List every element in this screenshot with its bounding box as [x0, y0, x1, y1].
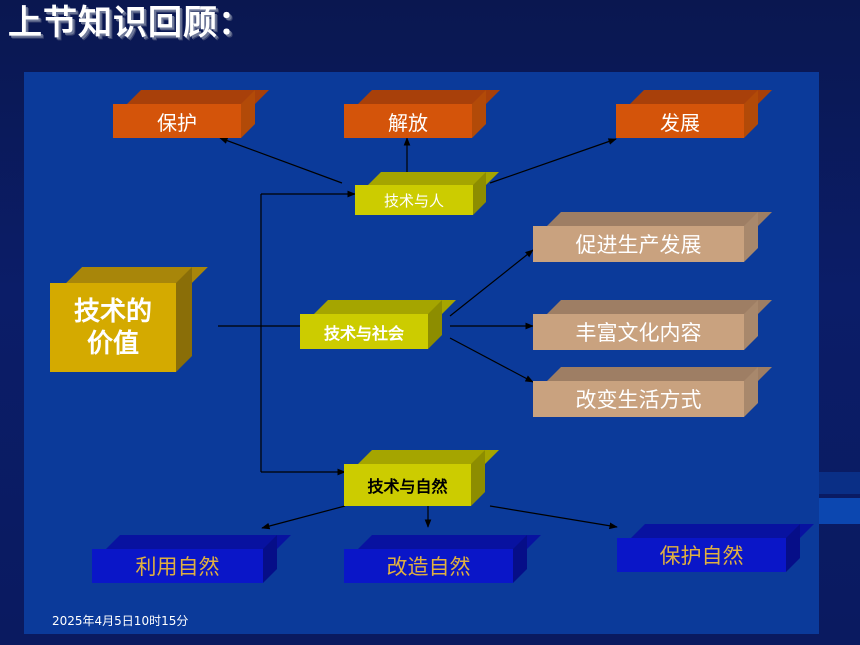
- decorative-band: [818, 498, 860, 524]
- branch-human: 技术与人: [355, 172, 499, 215]
- human-item-label: 解放: [388, 110, 428, 135]
- arrow-human-develop: [489, 138, 617, 184]
- society-item-culture: 丰富文化内容: [533, 300, 772, 350]
- society-item-production: 促进生产发展: [533, 212, 772, 262]
- nature-item-label: 利用自然: [135, 555, 220, 579]
- society-item-label: 改变生活方式: [575, 388, 702, 412]
- slide-title: 上节知识回顾：: [8, 3, 253, 43]
- arrow-nature-use: [261, 505, 346, 530]
- arrow-society-life: [449, 337, 534, 383]
- footer-date: 2025年4月5日10时15分: [52, 614, 189, 628]
- branch-nature-label: 技术与自然: [367, 477, 448, 496]
- nature-item-transform: 改造自然: [344, 535, 541, 583]
- root-line-1: 技术的: [73, 296, 152, 327]
- human-item-label: 保护: [157, 110, 197, 135]
- human-item-label: 发展: [660, 110, 700, 135]
- root-line-2: 价值: [86, 328, 139, 359]
- branch-society-label: 技术与社会: [323, 323, 404, 343]
- nature-item-label: 保护自然: [659, 544, 744, 568]
- arrow-nature-protect: [489, 505, 618, 530]
- human-item-develop: 发展: [616, 90, 772, 138]
- human-item-liberate: 解放: [344, 90, 500, 138]
- nature-item-protect: 保护自然: [617, 524, 814, 572]
- decorative-band: [818, 472, 860, 494]
- society-item-label: 促进生产发展: [575, 233, 702, 257]
- branch-society: 技术与社会: [300, 300, 456, 349]
- branch-human-label: 技术与人: [383, 191, 444, 210]
- nature-item-label: 改造自然: [386, 555, 471, 579]
- root-node: 技术的 价值: [50, 267, 192, 372]
- arrow-society-production: [449, 249, 534, 317]
- branch-nature: 技术与自然: [344, 450, 499, 506]
- society-item-life: 改变生活方式: [533, 367, 772, 417]
- society-item-label: 丰富文化内容: [575, 321, 702, 345]
- human-item-protect: 保护: [113, 90, 269, 138]
- nature-item-use: 利用自然: [92, 535, 291, 583]
- arrow-human-protect: [219, 137, 343, 184]
